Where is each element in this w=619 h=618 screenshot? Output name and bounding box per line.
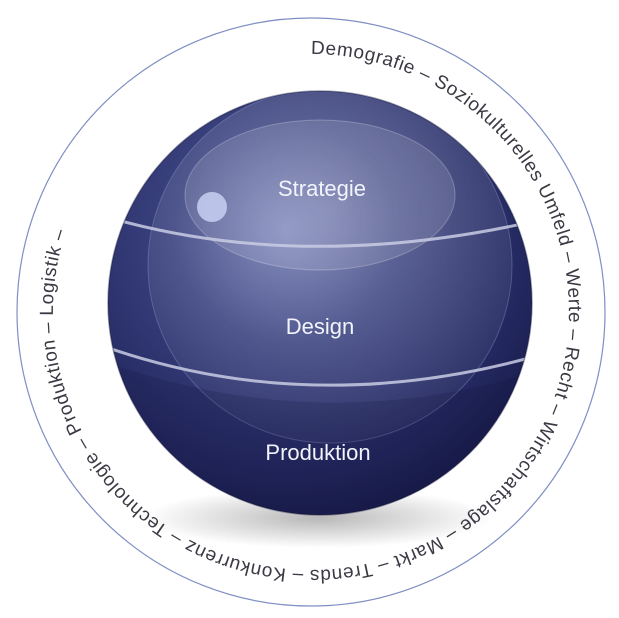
specular-dot bbox=[197, 192, 227, 222]
layer-label-produktion: Produktion bbox=[265, 440, 370, 465]
layer-label-design: Design bbox=[286, 314, 354, 339]
sphere-top-highlight bbox=[184, 119, 456, 271]
sphere bbox=[107, 90, 533, 516]
outer-ring bbox=[16, 17, 606, 607]
band-line-upper bbox=[108, 213, 532, 248]
sphere-inner-gloss bbox=[147, 91, 513, 444]
sphere-shadow bbox=[143, 488, 493, 548]
layer-label-strategie: Strategie bbox=[278, 176, 366, 201]
band-line-lower bbox=[108, 343, 532, 387]
sphere-lower-shade bbox=[108, 360, 532, 515]
sphere-rim bbox=[107, 90, 533, 516]
